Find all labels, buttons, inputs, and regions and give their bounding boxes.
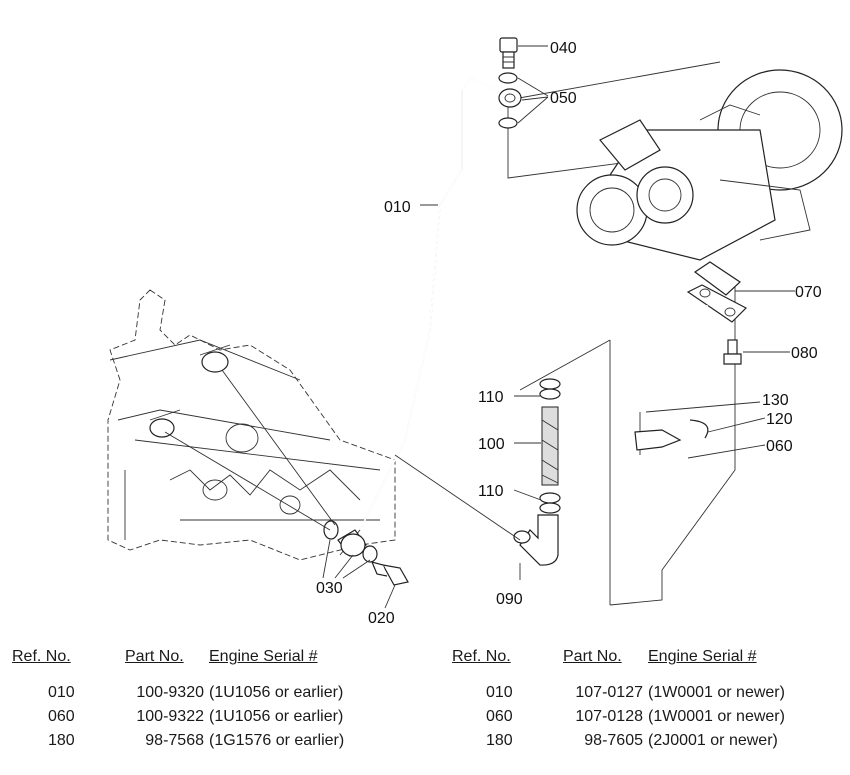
callout-080: 080 bbox=[791, 345, 818, 362]
callout-090: 090 bbox=[496, 591, 523, 608]
engine-serial: (1G1576 or earlier) bbox=[209, 732, 345, 749]
part-no-header: Part No. bbox=[563, 648, 622, 665]
part-no: 100-9320 bbox=[136, 684, 204, 701]
turbocharger bbox=[507, 61, 843, 261]
callouts: 040 050 010 070 080 130 120 060 110 100 … bbox=[316, 40, 822, 627]
part-no: 100-9322 bbox=[136, 708, 204, 725]
callout-100: 100 bbox=[478, 436, 505, 453]
part-no: 98-7568 bbox=[145, 732, 204, 749]
leader-lines bbox=[164, 45, 795, 609]
callout-110-bottom: 110 bbox=[478, 483, 504, 500]
callout-030: 030 bbox=[316, 580, 343, 597]
callout-010: 010 bbox=[384, 199, 411, 216]
callout-110-top: 110 bbox=[478, 389, 504, 406]
ref-no: 010 bbox=[486, 684, 513, 701]
ref-no: 180 bbox=[486, 732, 513, 749]
engine-serial: (2J0001 or newer) bbox=[648, 732, 778, 749]
part-no: 107-0127 bbox=[575, 684, 643, 701]
hose-assembly bbox=[394, 378, 561, 566]
engine-serial: (1U1056 or earlier) bbox=[209, 684, 344, 701]
callout-040: 040 bbox=[550, 40, 577, 57]
part-no: 107-0128 bbox=[575, 708, 643, 725]
part-no-header: Part No. bbox=[125, 648, 184, 665]
banjo-bolt-top bbox=[498, 37, 522, 129]
banjo-bolt-bottom bbox=[323, 520, 409, 586]
engine-block bbox=[107, 289, 396, 561]
ref-no: 010 bbox=[48, 684, 75, 701]
ref-no: 060 bbox=[486, 708, 513, 725]
callout-060: 060 bbox=[766, 438, 793, 455]
ref-no-header: Ref. No. bbox=[12, 648, 71, 665]
ref-no-header: Ref. No. bbox=[452, 648, 511, 665]
engine-serial: (1W0001 or newer) bbox=[648, 684, 785, 701]
engine-serial: (1W0001 or newer) bbox=[648, 708, 785, 725]
drain-pipe bbox=[519, 261, 748, 606]
callout-070: 070 bbox=[795, 284, 822, 301]
parts-diagram: 040 050 010 070 080 130 120 060 110 100 … bbox=[107, 37, 843, 627]
ref-no: 060 bbox=[48, 708, 75, 725]
engine-serial-header: Engine Serial # bbox=[648, 648, 757, 665]
callout-050: 050 bbox=[550, 90, 577, 107]
part-no: 98-7605 bbox=[584, 732, 643, 749]
callout-120: 120 bbox=[766, 411, 793, 428]
oil-pipe bbox=[337, 76, 499, 557]
callout-130: 130 bbox=[762, 392, 789, 409]
ref-no: 180 bbox=[48, 732, 75, 749]
pipe-clamp bbox=[634, 412, 709, 455]
engine-serial: (1U1056 or earlier) bbox=[209, 708, 344, 725]
callout-020: 020 bbox=[368, 610, 395, 627]
engine-serial-header: Engine Serial # bbox=[209, 648, 318, 665]
